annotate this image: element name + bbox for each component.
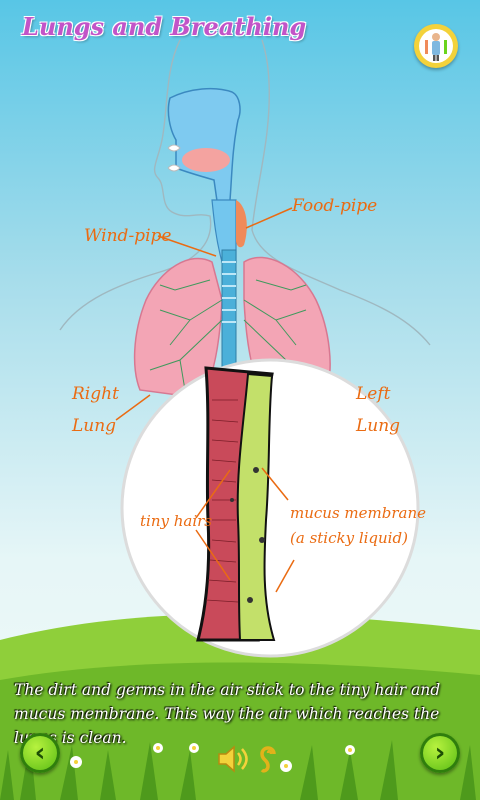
food-pipe-pointer <box>245 207 293 229</box>
food-pipe-label: Food-pipe <box>292 196 378 216</box>
tiny-hairs-label: tiny hairs <box>140 512 212 530</box>
speaker-icon <box>218 745 248 773</box>
right-lung-pointer <box>115 394 151 421</box>
left-lung-label-line2: Lung <box>356 416 401 436</box>
sticky-liquid-label: (a sticky liquid) <box>290 529 408 547</box>
listen-button[interactable] <box>256 742 280 774</box>
sound-button[interactable] <box>216 744 250 774</box>
trachea-rings <box>222 261 236 323</box>
left-lung-label-line1: Left <box>356 384 391 404</box>
right-lung-shape <box>133 257 223 399</box>
grass-ground <box>0 613 480 800</box>
tongue <box>182 148 230 172</box>
chevron-right-icon: › <box>434 738 446 768</box>
mucus-layer <box>236 372 276 641</box>
body-outline <box>59 39 431 346</box>
breathing-diagram <box>59 39 431 421</box>
body-chart-icon <box>425 33 447 61</box>
next-button[interactable]: › <box>420 733 460 773</box>
previous-button[interactable]: ‹ <box>20 733 60 773</box>
body-chart-button[interactable] <box>414 24 458 68</box>
teeth <box>167 144 181 172</box>
ear-icon <box>260 746 276 773</box>
tiny-hairs <box>205 399 239 603</box>
food-pipe-shape <box>236 200 247 248</box>
dirt-particles <box>230 467 265 603</box>
right-lung-label-line2: Lung <box>72 416 117 436</box>
chevron-left-icon: ‹ <box>34 738 46 768</box>
wind-pipe-label: Wind-pipe <box>84 226 172 246</box>
wind-pipe-pointer <box>157 235 217 257</box>
page-title: Lungs and Breathing <box>22 12 307 41</box>
right-lung-label-line1: Right <box>72 384 119 404</box>
mucus-membrane-label: mucus membrane <box>290 504 426 522</box>
lesson-caption: The dirt and germs in the air stick to t… <box>14 681 441 747</box>
